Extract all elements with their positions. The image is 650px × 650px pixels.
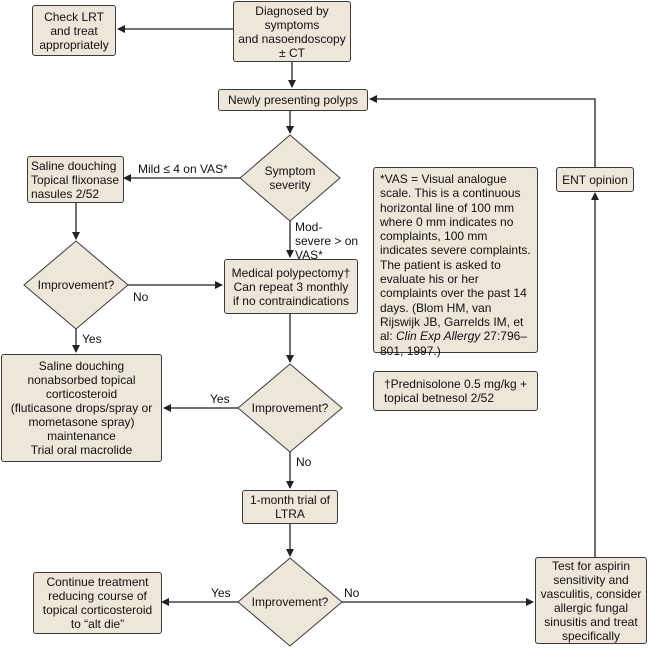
diagnosed-box: Diagnosed by symptoms and nasoendoscopy … bbox=[233, 1, 351, 62]
ent-opinion-box: ENT opinion bbox=[556, 167, 634, 192]
edge-label-yes-2: Yes bbox=[210, 392, 230, 406]
ltra-box: 1-month trial of LTRA bbox=[242, 490, 338, 524]
edge-label-mild: Mild ≤ 4 on VAS* bbox=[138, 162, 228, 176]
arrow-ent-to-newly-presenting bbox=[369, 95, 596, 167]
edge-label-mod-severe: Mod- severe > on VAS* bbox=[295, 220, 359, 262]
decision-improvement-3 bbox=[237, 557, 343, 647]
vas-note-citation: 27:796–801, 1997.) bbox=[380, 329, 527, 358]
vas-note-journal: Clin Exp Allergy bbox=[396, 329, 481, 344]
saline-nonabsorbed-box: Saline douching nonabsorbed topical cort… bbox=[1, 354, 162, 462]
vas-note-box: *VAS = Visual analogue scale. This is a … bbox=[373, 167, 538, 358]
improvement-3-label: Improvement? bbox=[251, 595, 329, 609]
vas-note-text: *VAS = Visual analogue scale. This is a … bbox=[380, 172, 531, 358]
aspirin-test-box: Test for aspirin sensitivity and vasculi… bbox=[535, 557, 647, 644]
edge-label-no-2: No bbox=[296, 455, 312, 469]
medical-polypectomy-box: Medical polypectomy† Can repeat 3 monthl… bbox=[224, 259, 358, 314]
check-lrt-box: Check LRT and treat appropriately bbox=[32, 5, 116, 56]
edge-label-yes-3: Yes bbox=[211, 586, 231, 600]
improvement-1-label: Improvement? bbox=[37, 278, 115, 292]
improvement-2-label: Improvement? bbox=[251, 401, 329, 415]
vas-note-body: *VAS = Visual analogue scale. This is a … bbox=[380, 172, 531, 344]
symptom-severity-label: Symptom severity bbox=[264, 164, 316, 192]
edge-label-no-3: No bbox=[344, 586, 360, 600]
edge-label-no-1: No bbox=[133, 290, 149, 304]
edge-label-yes-1: Yes bbox=[82, 332, 102, 346]
newly-presenting-box: Newly presenting polyps bbox=[218, 89, 368, 111]
continue-treatment-box: Continue treatment reducing course of to… bbox=[33, 572, 162, 634]
saline-douching-box: Saline douching Topical flixonase nasule… bbox=[27, 156, 124, 203]
prednisolone-note-box: †Prednisolone 0.5 mg/kg + topical betnes… bbox=[373, 371, 538, 411]
